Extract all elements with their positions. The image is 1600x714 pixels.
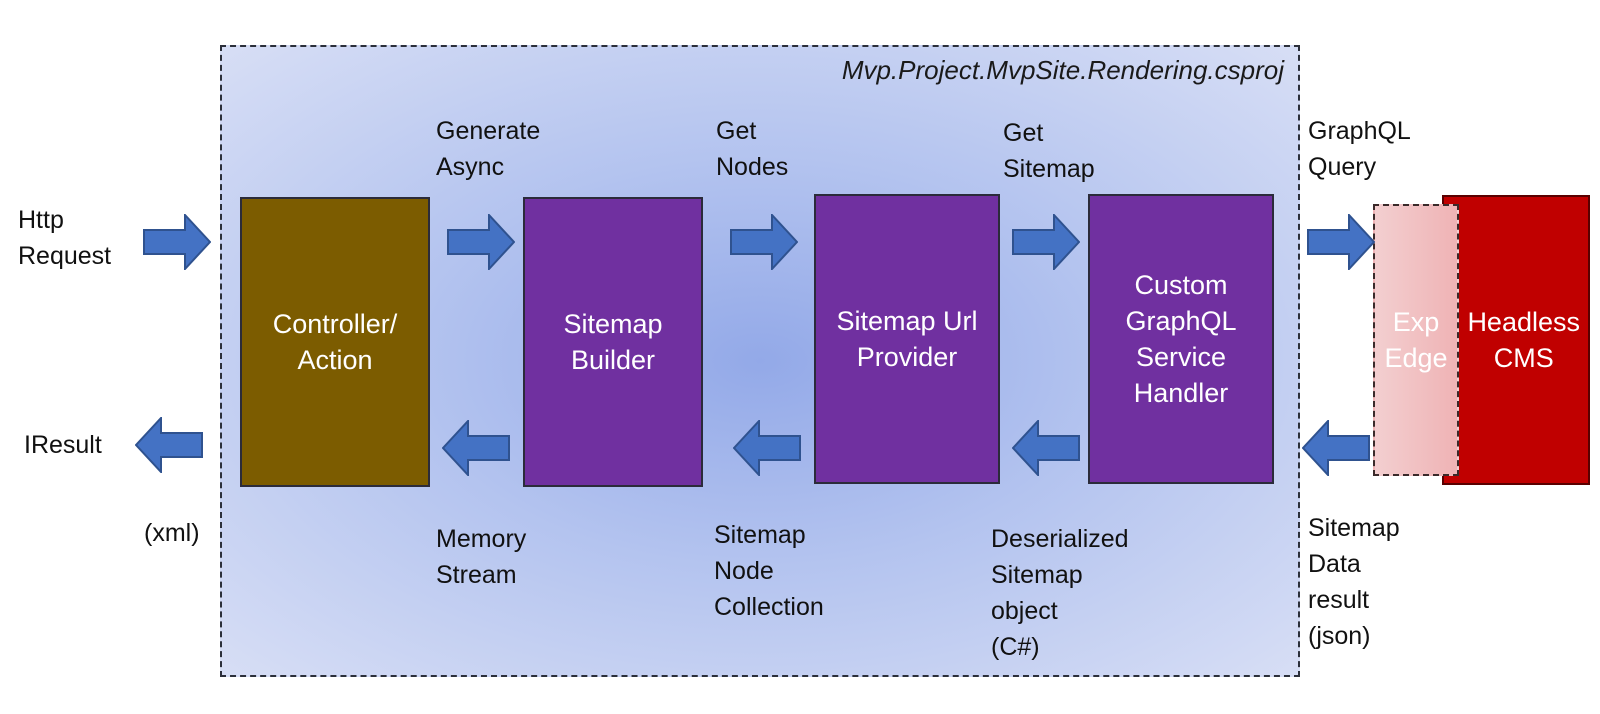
arrow-left-icon bbox=[1012, 420, 1080, 476]
sitemap-node-collection-label: Sitemap Node Collection bbox=[714, 521, 824, 621]
controller-action-box: Controller/ Action bbox=[240, 197, 430, 487]
xml-format-label: (xml) bbox=[144, 519, 200, 547]
experience-edge-label: Exp Edge bbox=[1384, 307, 1448, 373]
arrow-right-icon bbox=[730, 214, 798, 270]
arrow-left-icon bbox=[135, 417, 203, 473]
graphql-query-label: GraphQL Query bbox=[1308, 117, 1411, 181]
project-title: Mvp.Project.MvpSite.Rendering.csproj bbox=[841, 55, 1284, 85]
generate-async-label: Generate Async bbox=[436, 117, 541, 181]
arrow-right-icon bbox=[447, 214, 515, 270]
graphql-service-handler-label: Custom GraphQL Service Handler bbox=[1125, 270, 1237, 408]
iresult-label: IResult bbox=[24, 431, 102, 459]
arrow-right-icon bbox=[143, 214, 211, 270]
get-nodes-label: Get Nodes bbox=[716, 117, 789, 181]
arrow-left-icon bbox=[442, 420, 510, 476]
deserialized-sitemap-label: Deserialized Sitemap object (C#) bbox=[991, 525, 1129, 661]
arrow-right-icon bbox=[1307, 214, 1375, 270]
sitemap-builder-box: Sitemap Builder bbox=[523, 197, 703, 487]
headless-cms-label: Headless CMS bbox=[1467, 307, 1580, 373]
arrow-right-icon bbox=[1012, 214, 1080, 270]
get-sitemap-label: Get Sitemap bbox=[1003, 119, 1095, 183]
graphql-service-handler-box: Custom GraphQL Service Handler bbox=[1088, 194, 1274, 484]
headless-cms-box: Headless CMS bbox=[1442, 195, 1590, 485]
sitemap-builder-label: Sitemap Builder bbox=[563, 309, 663, 375]
sitemap-url-provider-box: Sitemap Url Provider bbox=[814, 194, 1000, 484]
sitemap-url-provider-label: Sitemap Url Provider bbox=[836, 306, 978, 372]
experience-edge-box: Exp Edge bbox=[1373, 204, 1459, 476]
http-request-label: Http Request bbox=[18, 206, 112, 270]
arrow-left-icon bbox=[1302, 420, 1370, 476]
arrow-left-icon bbox=[733, 420, 801, 476]
memory-stream-label: Memory Stream bbox=[436, 525, 527, 589]
sitemap-data-result-label: Sitemap Data result (json) bbox=[1308, 514, 1400, 650]
controller-action-label: Controller/ Action bbox=[272, 309, 398, 375]
